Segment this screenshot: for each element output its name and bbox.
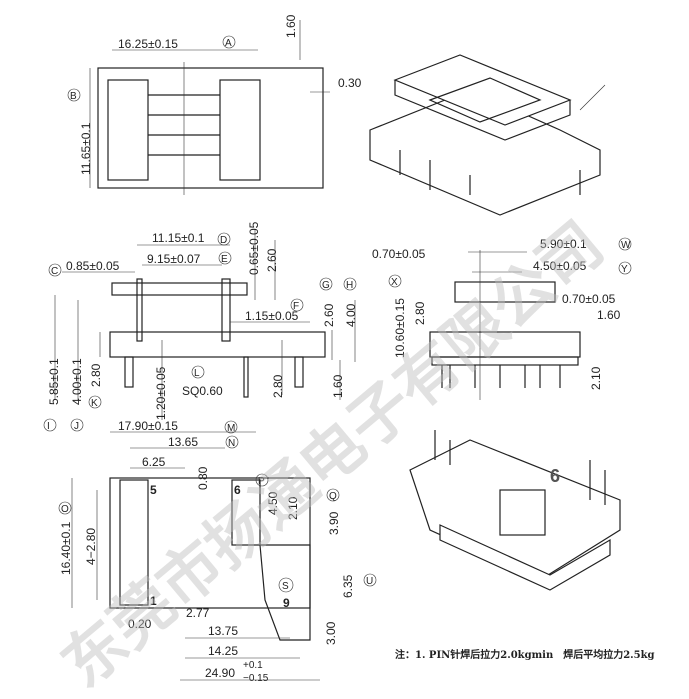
dim-160s: 1.60 — [597, 308, 621, 322]
dim-o: 16.40±0.1 — [59, 521, 73, 575]
dim-1425: 14.25 — [208, 644, 238, 658]
dim-h: 4.00 — [344, 303, 358, 327]
dim-1375: 13.75 — [208, 624, 238, 638]
ref-n: N — [228, 438, 235, 449]
dim-210s: 2.10 — [589, 366, 603, 390]
front-view: C 0.85±0.05 11.15±0.1 D 9.15±0.07 E 0.65… — [43, 221, 358, 432]
dim-height: 11.65±0.1 — [79, 122, 93, 175]
dim-pitch: 4−2.80 — [84, 528, 98, 565]
dim-070a: 0.70±0.05 — [372, 247, 426, 261]
ref-p: P — [258, 476, 265, 487]
ref-h: H — [346, 280, 353, 291]
ref-m: M — [227, 423, 235, 434]
pin-1: 1 — [150, 594, 157, 608]
dim-080: 0.80 — [196, 466, 210, 490]
dim-m: 17.90±0.15 — [118, 419, 178, 433]
dim-065: 0.65±0.05 — [247, 221, 261, 275]
ref-y: Y — [621, 264, 628, 275]
dim-w: 5.90±0.1 — [540, 237, 587, 251]
dim-280s: 2.80 — [413, 301, 427, 325]
iso-view-bottom: 6 — [409, 430, 621, 591]
dim-y: 4.50±0.05 — [533, 259, 587, 273]
dim-x: 10.60±0.15 — [393, 298, 407, 358]
dim-g: 2.60 — [322, 303, 336, 327]
dim-l: SQ0.60 — [182, 384, 223, 398]
ref-j: J — [74, 421, 79, 432]
dim-210: 2.10 — [286, 496, 300, 520]
iso-pin-label: 6 — [550, 466, 560, 486]
dim-total: 24.90 — [205, 666, 235, 680]
ref-o: O — [61, 504, 69, 515]
dim-277: 2.77 — [186, 606, 210, 620]
dim-n: 13.65 — [168, 435, 198, 449]
dim-260a: 2.60 — [265, 248, 279, 272]
tol-plus: +0.1 — [243, 660, 263, 671]
dim-c: 0.85±0.05 — [66, 259, 120, 273]
dim-d: 11.15±0.1 — [152, 231, 205, 245]
dim-f: 1.15±0.05 — [245, 309, 299, 323]
dim-300: 3.00 — [324, 621, 338, 645]
pin-5: 5 — [150, 483, 157, 497]
dim-120: 1.20±0.05 — [154, 366, 168, 420]
top-view: 16.25±0.15 A 1.60 0.30 B 11.65±0.1 — [67, 14, 362, 195]
dim-k: 2.80 — [89, 363, 103, 387]
side-view: 0.70±0.05 5.90±0.1 W 4.50±0.05 Y X 10.60… — [372, 237, 632, 400]
dim-070b: 0.70±0.05 — [562, 292, 616, 306]
dim-tab: 1.60 — [284, 14, 298, 38]
ref-d: D — [220, 235, 227, 246]
note-text: 注：1. PIN针焊后拉力2.0kgmin 焊后平均拉力2.5kg — [395, 648, 655, 661]
dim-635: 6.35 — [341, 574, 355, 598]
dim-625: 6.25 — [142, 455, 166, 469]
pin-9: 9 — [283, 596, 290, 610]
dim-i: 5.85±0.1 — [47, 358, 61, 405]
logo-s: S — [282, 581, 289, 592]
ref-c: C — [51, 266, 58, 277]
ref-a: A — [225, 38, 232, 49]
ref-q: Q — [329, 491, 337, 502]
dim-width: 16.25±0.15 — [118, 37, 178, 51]
ref-i: I — [47, 421, 50, 432]
iso-view-top — [369, 54, 606, 216]
dim-e: 9.15±0.07 — [147, 252, 201, 266]
ref-k: K — [91, 398, 98, 409]
dim-gap: 0.30 — [338, 76, 362, 90]
ref-u: U — [366, 576, 373, 587]
dim-450: 4.50 — [266, 491, 280, 515]
ref-x: X — [391, 277, 398, 288]
dim-160: 1.60 — [331, 374, 345, 398]
pin-6: 6 — [234, 483, 241, 497]
dim-280: 2.80 — [271, 374, 285, 398]
dim-390: 3.90 — [327, 511, 341, 535]
ref-f: F — [293, 301, 299, 312]
ref-l: L — [194, 368, 200, 379]
ref-g: G — [322, 280, 330, 291]
ref-w: W — [621, 240, 631, 251]
tol-minus: −0.15 — [243, 673, 269, 684]
dim-j: 4.00±0.1 — [70, 358, 84, 405]
dim-020: 0.20 — [128, 617, 152, 631]
bottom-view: 17.90±0.15 M 13.65 N 6.25 0.80 5 6 P 4.5… — [58, 419, 377, 684]
ref-b: B — [70, 91, 77, 102]
ref-e: E — [221, 254, 228, 265]
